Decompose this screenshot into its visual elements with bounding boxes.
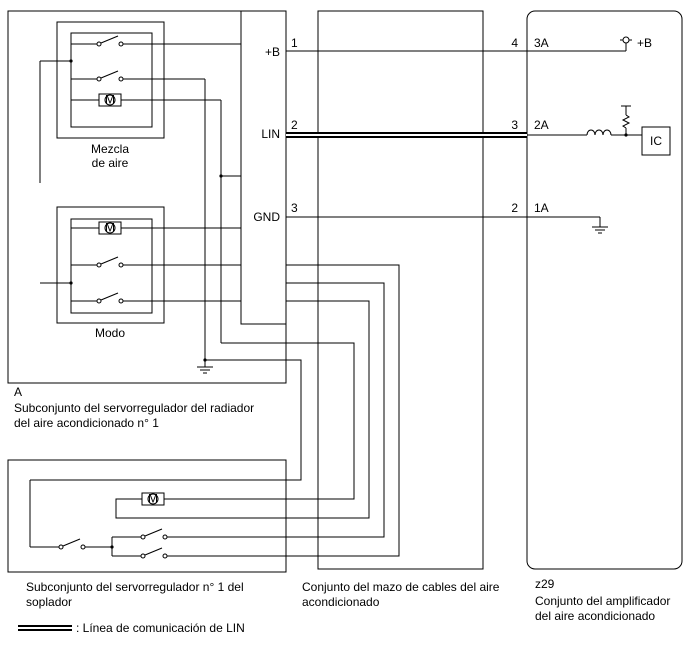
svg-text:3A: 3A xyxy=(534,36,549,50)
servo-radiator-letter: A xyxy=(14,385,22,399)
blower-switch-2 xyxy=(112,547,286,559)
legend-text: : Línea de comunicación de LIN xyxy=(76,621,245,635)
svg-text:2A: 2A xyxy=(534,118,549,132)
mode-label: Modo xyxy=(95,326,125,340)
blower-name: Subconjunto del servorregulador n° 1 del xyxy=(26,580,244,594)
mode-motor-icon: M xyxy=(71,221,241,235)
ic-box xyxy=(641,126,671,156)
amplifier-box xyxy=(526,10,683,570)
svg-text:M: M xyxy=(105,221,115,235)
supply-label: +B xyxy=(637,36,652,50)
pin-gnd-label: GND xyxy=(253,210,280,224)
mix-label-2: de aire xyxy=(92,156,129,170)
svg-text:M: M xyxy=(105,93,115,107)
svg-text:1A: 1A xyxy=(534,201,549,215)
blower-motor-icon: M xyxy=(141,492,165,506)
harness-box xyxy=(317,10,484,570)
mix-label: Mezcla xyxy=(91,142,129,156)
mode-switch-1 xyxy=(71,256,241,268)
servo-radiator-box xyxy=(7,10,287,384)
blower-switch-1 xyxy=(112,528,286,540)
servo-connector-box xyxy=(240,10,287,325)
mix-switch-1 xyxy=(71,35,241,47)
svg-text:2: 2 xyxy=(291,118,298,132)
svg-text:M: M xyxy=(148,492,158,506)
supply-terminal-icon xyxy=(620,36,632,51)
svg-text:2: 2 xyxy=(511,201,518,215)
amplifier-name-2: del aire acondicionado xyxy=(535,609,655,623)
blower-name-2: soplador xyxy=(26,595,72,609)
pin-lin-label: LIN xyxy=(261,127,280,141)
amplifier-name: Conjunto del amplificador xyxy=(535,594,670,608)
blower-box xyxy=(7,459,287,573)
mode-inner-box xyxy=(70,218,153,314)
ic-label: IC xyxy=(650,134,662,148)
servo-radiator-name-2: del aire acondicionado n° 1 xyxy=(14,416,159,430)
ground-icon xyxy=(197,360,213,374)
amplifier-code: z29 xyxy=(535,577,555,591)
inductor-icon xyxy=(586,129,612,136)
svg-text:3: 3 xyxy=(511,118,518,132)
mix-switch-2 xyxy=(71,70,205,82)
mix-actuator-box xyxy=(56,21,165,139)
pin-b-label: +B xyxy=(265,45,280,59)
resistor-icon xyxy=(621,105,631,135)
harness-name: Conjunto del mazo de cables del aire xyxy=(302,580,500,594)
blower-switch-left xyxy=(30,538,112,550)
svg-text:4: 4 xyxy=(511,36,518,50)
servo-radiator-name: Subconjunto del servorregulador del radi… xyxy=(14,401,254,415)
svg-text:1: 1 xyxy=(291,36,298,50)
harness-name-2: acondicionado xyxy=(302,595,380,609)
mix-inner-box xyxy=(70,32,153,128)
amplifier-ground-icon xyxy=(592,217,608,234)
mode-switch-2 xyxy=(71,292,241,304)
svg-text:3: 3 xyxy=(291,201,298,215)
mix-motor-icon: M xyxy=(71,93,221,107)
